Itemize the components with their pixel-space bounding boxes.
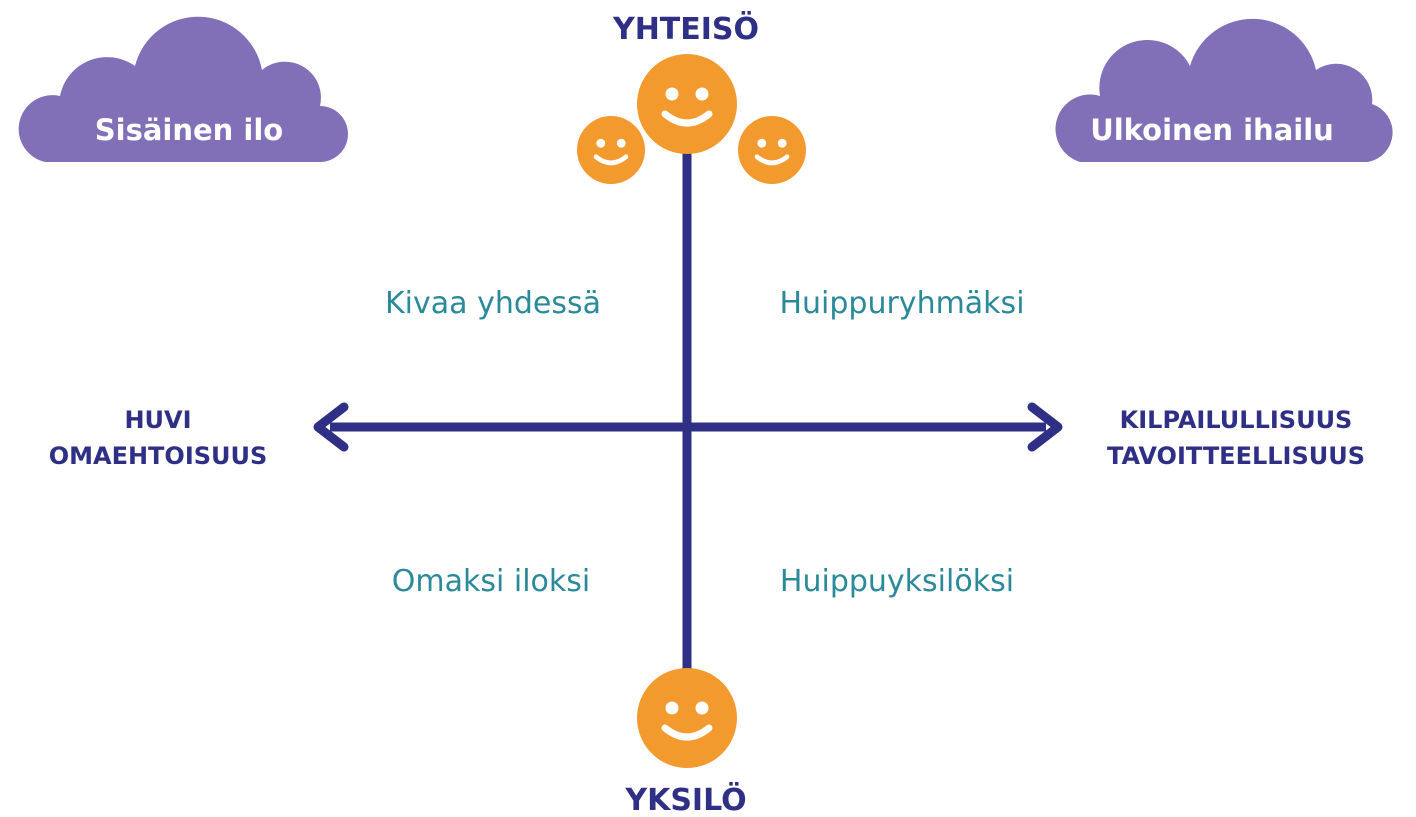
quadrant-top-right: Huippuryhmäksi <box>779 286 1024 321</box>
cloud-icon <box>1055 18 1393 162</box>
smiley-icon <box>577 116 645 184</box>
axis-label-left-line2: OMAEHTOISUUS <box>49 442 268 470</box>
quadrant-bottom-left: Omaksi iloksi <box>392 564 590 599</box>
arrow-right-icon <box>1027 402 1063 452</box>
quadrant-bottom-right: Huippuyksilöksi <box>780 564 1014 599</box>
cloud-label-left: Sisäinen ilo <box>95 113 283 147</box>
cloud-label-right: Ulkoinen ihailu <box>1090 113 1334 147</box>
cloud-ulkoinen-ihailu: Ulkoinen ihailu <box>1055 18 1393 162</box>
axis-label-top: YHTEISÖ <box>612 10 759 47</box>
smiley-icon <box>637 668 737 768</box>
axis-label-left-line1: HUVI <box>124 406 191 434</box>
arrow-left-icon <box>313 402 349 452</box>
smiley-icon <box>637 54 737 154</box>
quadrant-top-left: Kivaa yhdessä <box>385 286 601 321</box>
axis-label-right-line2: TAVOITTEELLISUUS <box>1107 442 1365 470</box>
cloud-icon <box>18 16 348 163</box>
smiley-icon <box>738 116 806 184</box>
axis-label-right-line1: KILPAILULLISUUS <box>1120 406 1353 434</box>
axis-label-bottom: YKSILÖ <box>624 781 746 817</box>
cloud-sisainen-ilo: Sisäinen ilo <box>18 16 348 163</box>
